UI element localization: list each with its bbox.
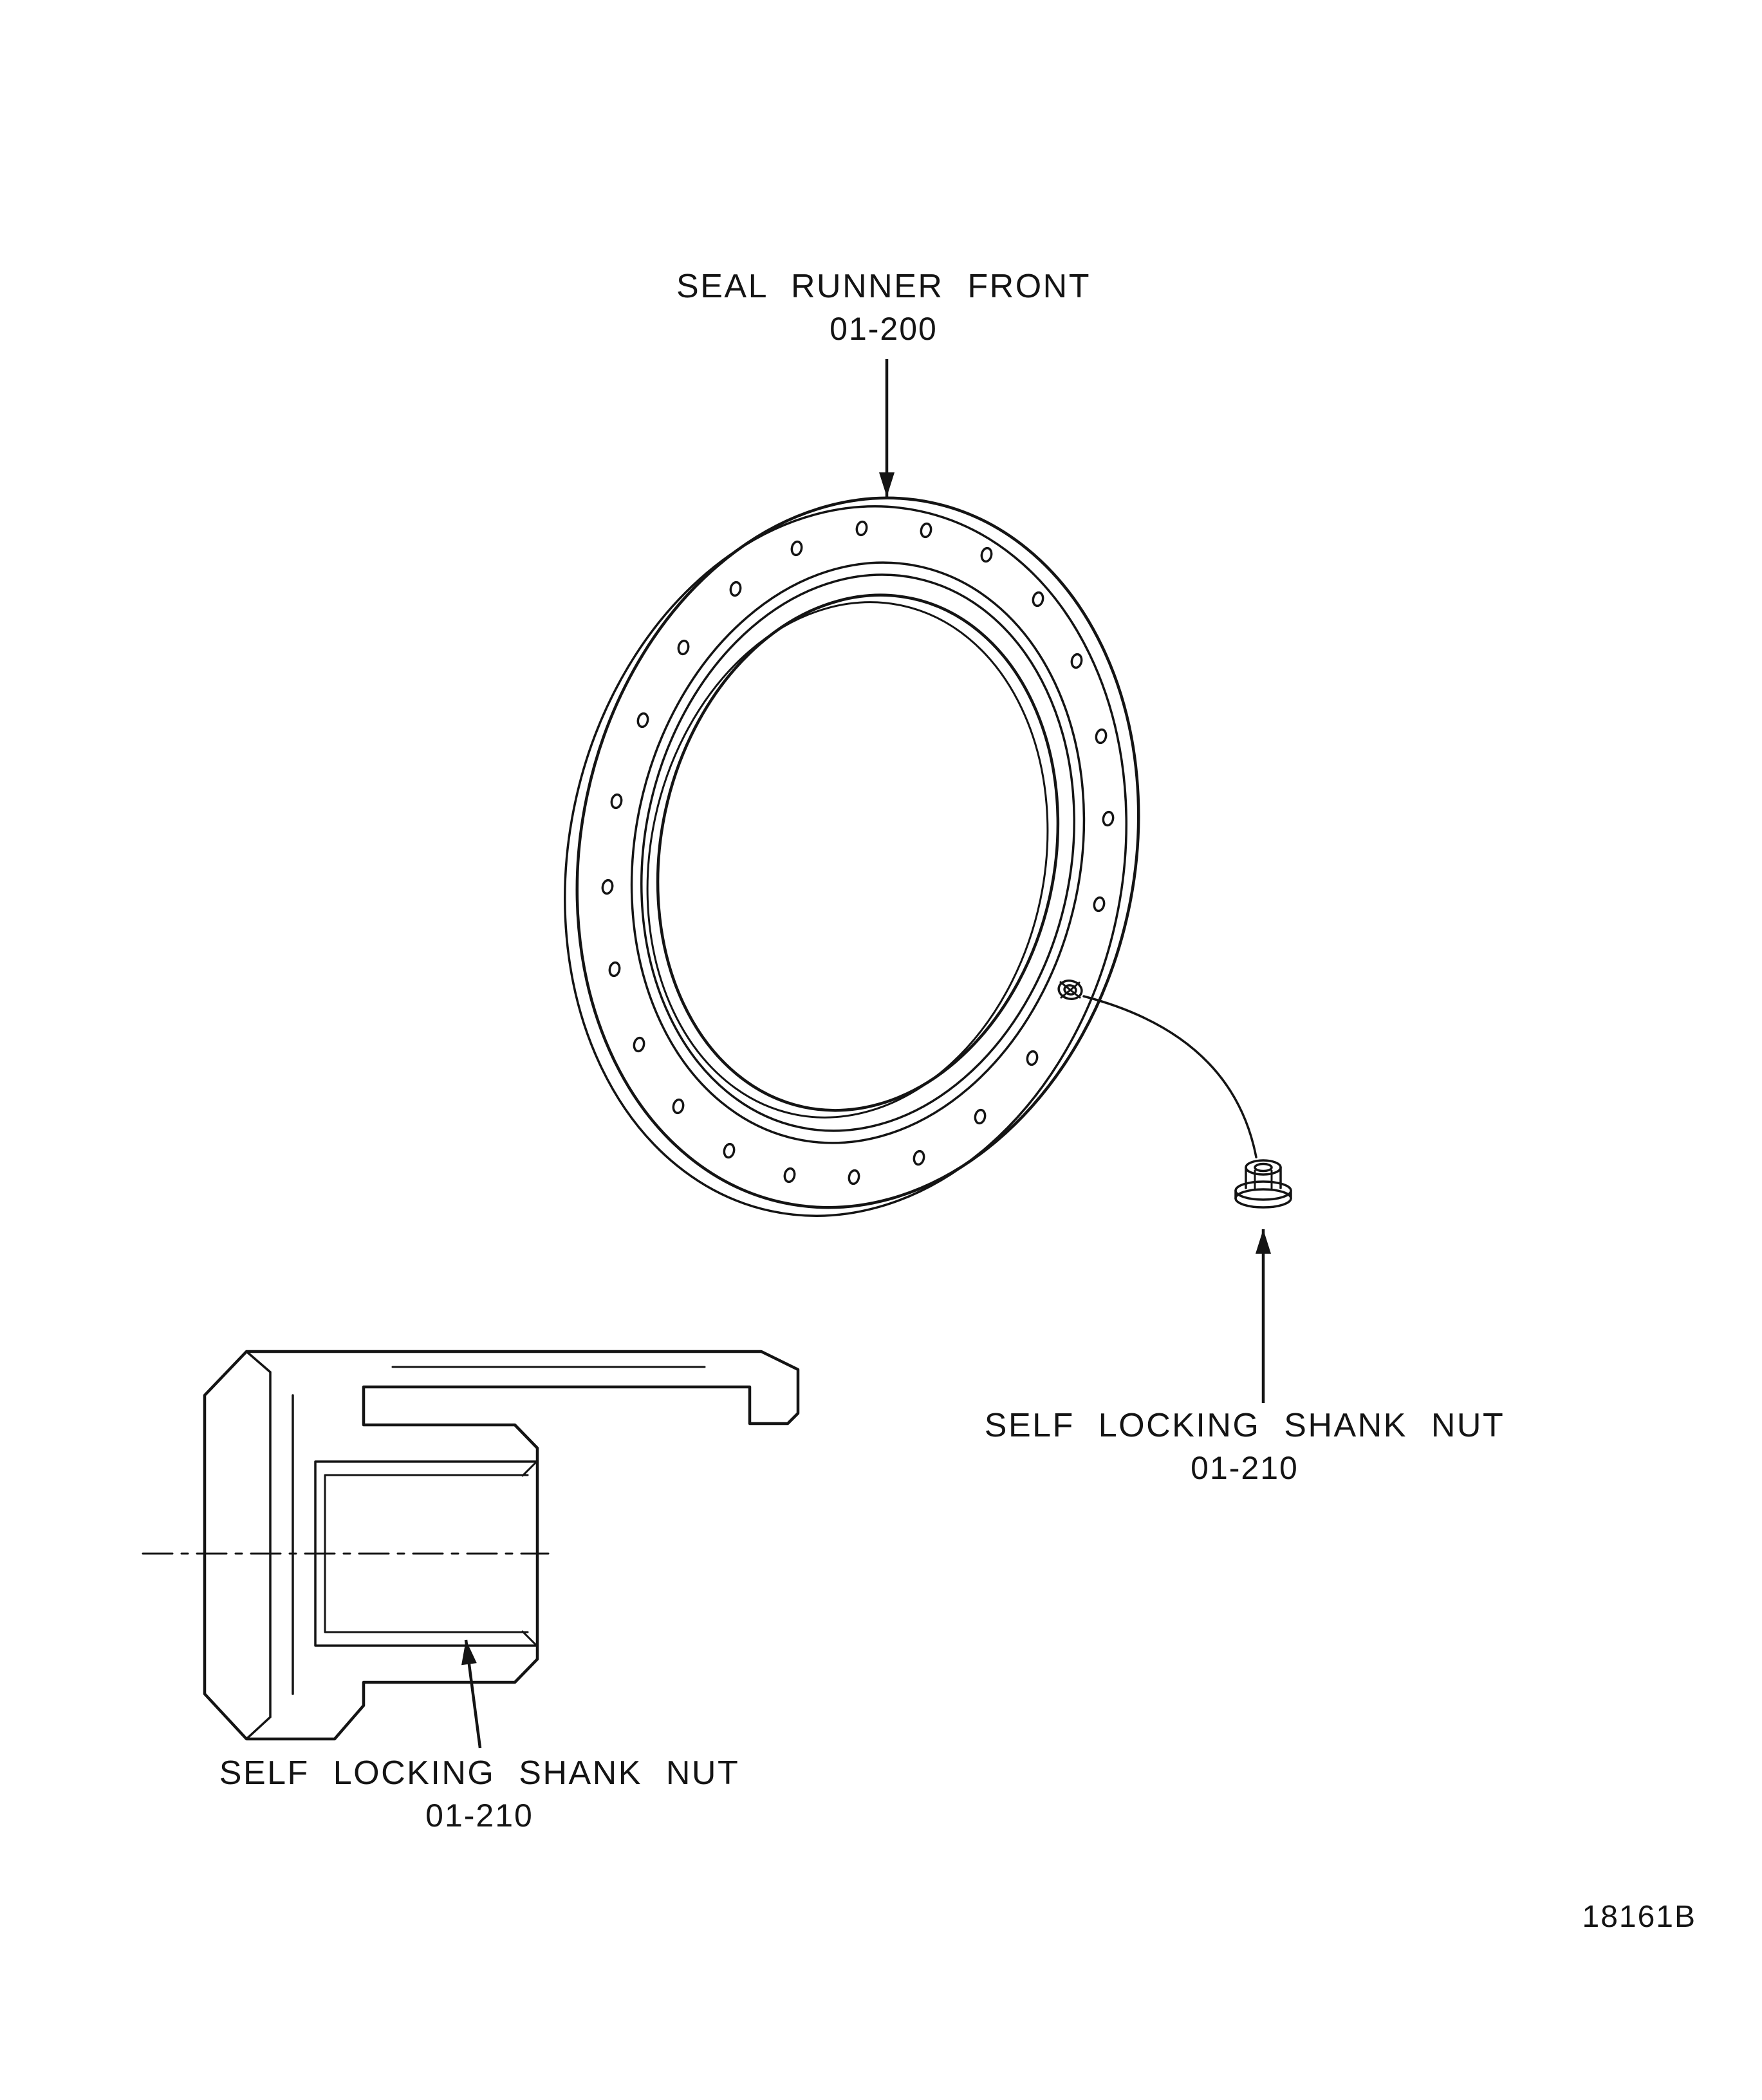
bore-entry-chamfers bbox=[521, 1462, 537, 1646]
bolt-hole bbox=[608, 961, 621, 978]
nut-section-callout-arrow bbox=[461, 1639, 482, 1749]
bolt-hole bbox=[633, 1036, 645, 1053]
bolt-hole-ring bbox=[601, 520, 1115, 1185]
ring-outer-edge bbox=[575, 496, 1140, 1209]
nut-installed-on-ring bbox=[1057, 980, 1083, 1000]
shank-nut-section-part-no: 01-210 bbox=[425, 1798, 533, 1834]
seal-runner-ring bbox=[564, 496, 1140, 1217]
installed-nut-body bbox=[1057, 980, 1083, 1000]
bolt-hole bbox=[1032, 591, 1044, 608]
ring-back-rim bbox=[564, 505, 1127, 1217]
ring-lip-outer bbox=[630, 561, 1086, 1144]
head-facet-lines bbox=[245, 1350, 294, 1740]
ring-lip-inner bbox=[640, 573, 1075, 1132]
bolt-hole bbox=[790, 540, 803, 557]
bolt-hole bbox=[920, 522, 932, 539]
bolt-hole bbox=[783, 1167, 796, 1184]
bolt-hole bbox=[848, 1169, 860, 1185]
nut-body-facets bbox=[1254, 1169, 1273, 1190]
shank-nut-detail-drawing bbox=[1234, 1159, 1292, 1209]
bolt-hole bbox=[1026, 1050, 1039, 1066]
ring-opening-depth bbox=[646, 601, 1049, 1119]
bolt-hole bbox=[913, 1149, 925, 1166]
bolt-hole bbox=[1095, 728, 1108, 745]
bolt-hole bbox=[610, 793, 623, 810]
shank-nut-section-label: SELF LOCKING SHANK NUT bbox=[219, 1754, 739, 1792]
shank-nut-detail-part-no: 01-210 bbox=[1191, 1450, 1299, 1486]
seal-runner-part-no: 01-200 bbox=[830, 311, 938, 347]
section-outline bbox=[203, 1350, 800, 1741]
bolt-hole bbox=[723, 1142, 736, 1159]
leader-curve bbox=[1082, 995, 1257, 1158]
bolt-hole bbox=[672, 1098, 685, 1115]
seal-runner-label: SEAL RUNNER FRONT bbox=[676, 268, 1091, 305]
nut-top-bore bbox=[1254, 1162, 1273, 1173]
bolt-hole bbox=[1102, 810, 1115, 827]
bolt-hole bbox=[677, 639, 690, 656]
nut-top-face bbox=[1245, 1159, 1282, 1176]
bolt-hole bbox=[974, 1108, 987, 1125]
installed-nut-bore bbox=[1063, 984, 1077, 996]
installed-nut-facets bbox=[1059, 981, 1081, 999]
bolt-hole bbox=[980, 546, 993, 563]
ring-opening bbox=[656, 593, 1060, 1112]
bolt-hole bbox=[729, 581, 742, 597]
nut-flange-top bbox=[1234, 1180, 1292, 1201]
bolt-hole bbox=[1093, 896, 1106, 913]
bolt-hole bbox=[601, 878, 614, 895]
bolt-hole bbox=[1070, 653, 1083, 669]
nut-flange-bottom bbox=[1234, 1188, 1292, 1209]
bolt-hole bbox=[855, 520, 868, 537]
shank-nut-cross-section bbox=[142, 1350, 800, 1741]
figure-code: 18161B bbox=[1582, 1900, 1697, 1934]
bolt-hole bbox=[636, 712, 649, 729]
shank-nut-detail-label: SELF LOCKING SHANK NUT bbox=[985, 1407, 1505, 1444]
